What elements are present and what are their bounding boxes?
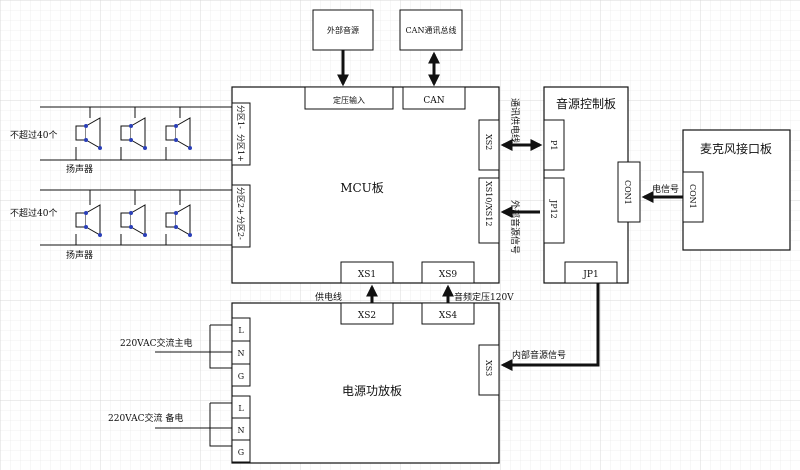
ctrl-p1-label: P1 [549,140,558,150]
ac-backup-wiring [155,402,232,447]
zone1-port [231,102,251,166]
ac-main-wiring [155,324,232,369]
power-amp-board [231,302,500,464]
const-input-port [304,86,394,110]
terminal-n1: N [238,349,245,358]
max40-label-1: 不超过40个 [10,129,57,141]
mcu-xs2-port [478,119,500,171]
pwr-xs2-label: XS2 [358,311,376,321]
pwr-xs2-port [340,302,394,325]
zone2-plus-label: 分区2+ [236,187,245,215]
power-amp-label: 电源功放板 [342,383,402,398]
speaker-group-1-wiring [40,106,232,161]
can-port-label: CAN [423,96,444,106]
mic-con1-label: CON1 [688,184,697,209]
speaker-label-1: 扬声器 [66,163,93,175]
ctrl-con1-label: CON1 [623,180,632,205]
mcu-xs2-label: XS2 [484,134,493,150]
speaker-label-2: 扬声器 [66,249,93,261]
mcu-board [231,86,500,284]
ctrl-p1-port [543,119,565,171]
mcu-xs9-label: XS9 [439,270,458,280]
ctrl-con1-port [617,161,641,223]
terminal-g2: G [238,448,244,457]
backup-power-terminals [231,395,251,463]
mcu-xs9-port [421,261,475,284]
power-line-label: 供电线 [315,291,342,303]
speaker-group-2-wiring [40,189,232,246]
mcu-xs1-label: XS1 [358,270,376,280]
terminal-n2: N [238,426,245,435]
audio-const-label: 音频定压120V [454,291,514,303]
ac-backup-label: 220VAC交流 备电 [108,412,183,424]
internal-signal-label: 内部音源信号 [512,349,566,361]
mcu-xs10-port [478,177,500,244]
pwr-xs3-label: XS3 [484,360,493,376]
source-control-label: 音源控制板 [556,96,616,111]
ext-signal-label: 外部音源信号 [509,200,521,254]
internal-signal-arrow [500,283,600,371]
ac-main-label: 220VAC交流主电 [120,337,192,349]
ctrl-jp12-label: JP12 [549,199,558,219]
mic-interface-label: 麦克风接口板 [700,141,772,156]
mic-signal-label: 电信号 [652,183,679,195]
terminal-g1: G [238,372,244,381]
zone1-plus-label: 分区1+ [236,134,245,162]
terminal-l2: L [238,404,244,413]
ctrl-jp12-port [543,177,565,244]
can-bus-block [399,9,463,51]
terminal-l1: L [238,326,244,335]
ctrl-jp1-label: JP1 [582,270,598,280]
pwr-xs3-port [478,344,500,396]
external-source-label: 外部音源 [327,25,359,35]
main-power-terminals [231,317,251,387]
mcu-xs1-port [340,261,394,284]
zone2-minus-label: 分区2- [236,216,245,240]
can-bus-label: CAN通讯总线 [406,25,457,35]
max40-label-2: 不超过40个 [10,207,57,219]
pwr-xs4-label: XS4 [439,311,458,321]
const-input-label: 定压输入 [333,95,365,105]
zone1-minus-label: 分区1- [236,105,245,129]
comm-power-label: 通讯供电线 [509,98,521,143]
mcu-board-label: MCU板 [340,181,384,195]
mcu-xs10-label: XS10/XS12 [484,181,493,226]
zone2-port [231,184,251,248]
can-port [402,86,466,110]
ctrl-jp1-port [564,261,618,284]
